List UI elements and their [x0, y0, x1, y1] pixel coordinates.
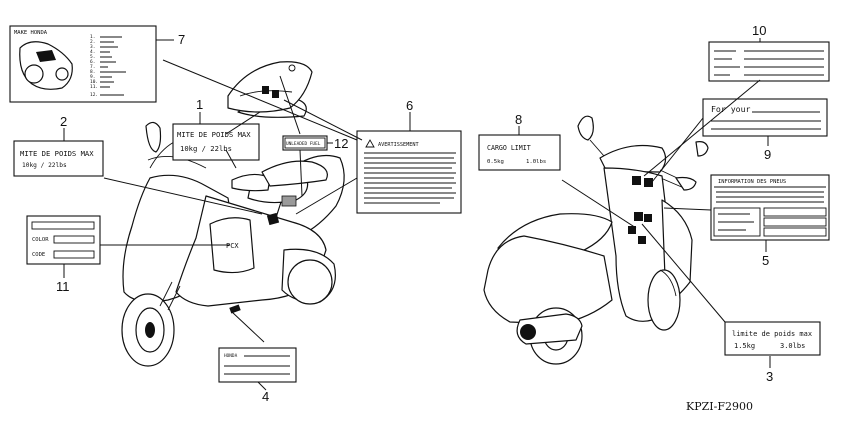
callout-12: 12	[334, 136, 348, 151]
svg-text:10.: 10.	[90, 79, 98, 85]
label-11-row-1: COLOR	[32, 237, 49, 243]
left-scooter-illustration: PCX	[121, 83, 345, 367]
callout-6: 6	[406, 98, 413, 113]
callout-11: 11	[56, 279, 70, 294]
label-8-line-2b: 1.0lbs	[526, 159, 546, 165]
part-code: KPZI-F2900	[686, 400, 753, 413]
label-9-text: For your	[711, 104, 751, 114]
callout-numbers: 7 1 2 12 6 11 4 8 10 9 5 3	[56, 23, 773, 404]
label-4-text: HONDA	[224, 353, 238, 359]
svg-text:2.: 2.	[90, 39, 95, 45]
label-3-line-2b: 3.0lbs	[780, 342, 805, 350]
label-4-plate: HONDA	[218, 347, 297, 383]
callout-2: 2	[60, 114, 67, 129]
label-3-line-1: limite de poids max	[732, 330, 812, 338]
label-8-cargo-limit: CARGO LIMIT 0.5kg 1.0lbs	[478, 134, 561, 171]
svg-text:4.: 4.	[90, 49, 95, 55]
callout-7: 7	[178, 32, 185, 47]
svg-text:8.: 8.	[90, 69, 95, 75]
svg-text:11.: 11.	[90, 84, 98, 90]
right-scooter-illustration	[483, 115, 709, 365]
label-2-line-2: 10kg / 22lbs	[22, 162, 67, 169]
label-1-weight-limit: MITE DE POIDS MAX 10kg / 22lbs	[172, 123, 260, 161]
label-5-tire-info: INFORMATION DES PNEUS	[710, 174, 830, 241]
label-1-line-1: MITE DE POIDS MAX	[177, 130, 251, 139]
label-6-title: AVERTISSEMENT	[378, 142, 419, 148]
label-7-numbered-list: 1. 2. 3. 4. 5. 6. 7. 8. 9. 10. 11. 12.	[90, 34, 98, 98]
label-8-line-1: CARGO LIMIT	[487, 144, 531, 152]
label-10-panel	[708, 41, 830, 82]
callout-10: 10	[752, 23, 766, 38]
seat-storage-illustration	[227, 61, 313, 113]
label-11-row-2: CODE	[32, 252, 45, 258]
label-1-line-2: 10kg / 22lbs	[180, 144, 232, 153]
svg-text:3.: 3.	[90, 44, 95, 50]
svg-text:7.: 7.	[90, 64, 95, 70]
callout-5: 5	[762, 253, 769, 268]
svg-text:5.: 5.	[90, 54, 95, 60]
label-3-weight-limit: limite de poids max 1.5kg 3.0lbs	[724, 321, 821, 356]
label-2-line-1: MITE DE POIDS MAX	[20, 149, 94, 158]
label-3-line-2a: 1.5kg	[734, 342, 755, 350]
label-7-title: MAKE HONDA	[14, 30, 48, 36]
svg-text:1.: 1.	[90, 34, 95, 40]
label-6-warning: AVERTISSEMENT	[356, 130, 462, 214]
label-7-panel: MAKE HONDA 1. 2. 3. 4. 5. 6. 7. 8. 9. 10…	[9, 25, 157, 103]
callout-8: 8	[515, 112, 522, 127]
label-5-title: INFORMATION DES PNEUS	[718, 179, 786, 185]
svg-text:12.: 12.	[90, 92, 98, 98]
callout-4: 4	[262, 389, 269, 404]
callout-1: 1	[196, 97, 203, 112]
label-2-weight-limit: MITE DE POIDS MAX 10kg / 22lbs	[13, 140, 104, 177]
callout-9: 9	[764, 147, 771, 162]
svg-text:6.: 6.	[90, 59, 95, 65]
callout-3: 3	[766, 369, 773, 384]
label-9-notice: For your	[702, 98, 828, 137]
label-11-color-code: COLOR CODE	[26, 215, 101, 265]
left-scooter-decal: PCX	[226, 242, 239, 250]
label-12-fuel: UNLEADED FUEL	[282, 135, 328, 151]
svg-text:9.: 9.	[90, 74, 95, 80]
leader-lines	[63, 38, 771, 391]
label-12-text: UNLEADED FUEL	[286, 141, 321, 147]
label-8-line-2a: 0.5kg	[487, 159, 504, 165]
